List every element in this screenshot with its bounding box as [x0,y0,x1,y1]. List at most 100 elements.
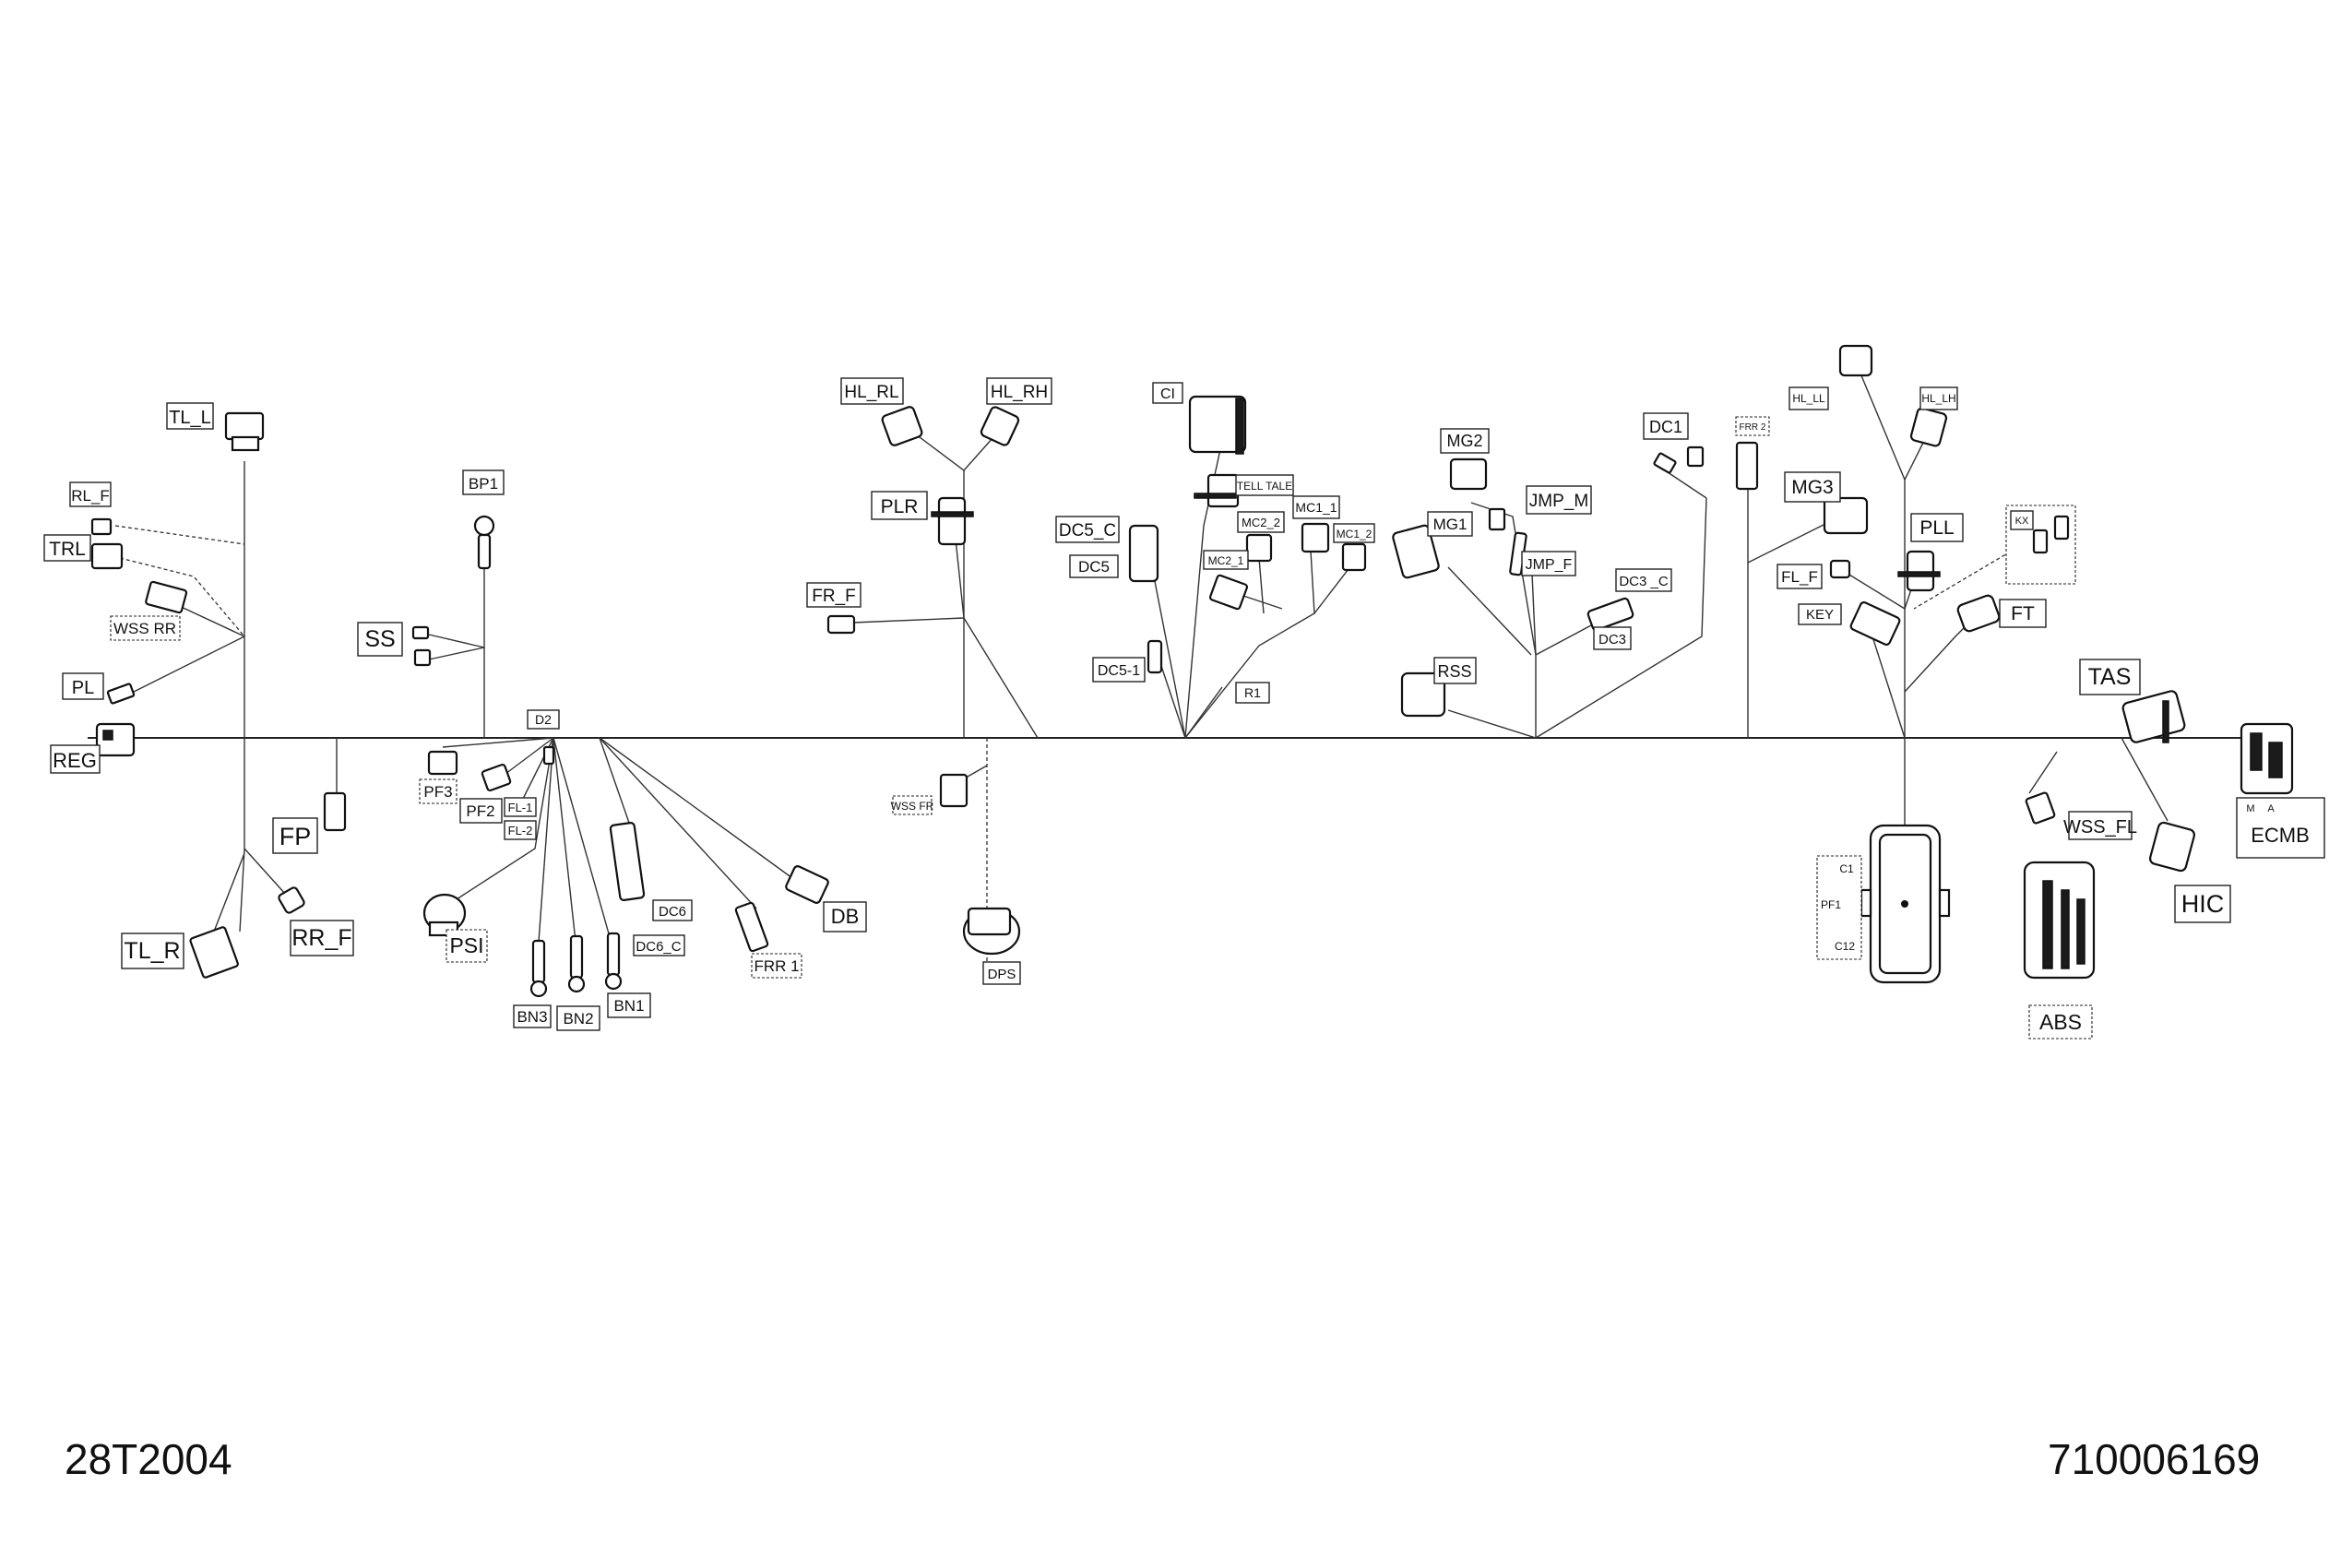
jmp-m-label-box [1526,485,1592,515]
dc5-1-label-box [1092,657,1146,683]
rr-f-connector-icon [278,886,305,914]
abs-label-box [2028,1004,2093,1039]
hl-rl-label: HL_RL [844,383,898,402]
ss-label-box [357,622,403,657]
bn2-label-box [556,1005,600,1031]
frr2-connector-icon [1735,441,1759,491]
rl-f-label-box [69,481,112,507]
tas-label-box [2079,659,2141,695]
hic-label: HIC [2181,890,2225,918]
dc3-c-label: DC3 _C [1619,574,1669,589]
trl-label: TRL [49,539,86,560]
hl-lh-label: HL_LH [1921,392,1955,405]
dc5-c-label-box [1055,516,1120,543]
dc3-label-box [1593,626,1632,650]
fr-f-connector-icon [826,614,856,635]
abs-label: ABS [2039,1010,2082,1034]
dc3-connector-icon [1586,597,1634,632]
drawing-code-left: 28T2004 [65,1435,232,1483]
tl-l-label-box [166,402,214,430]
dc3-c-label-box [1615,568,1672,592]
dps-connector-icon [962,907,1021,956]
wss-rr-label-box [110,615,181,641]
pf3-label: PF3 [423,783,452,801]
bn2-ring-terminal-icon [567,934,586,993]
dps-label-box [982,961,1021,985]
fl2-label-box [504,820,537,840]
tas-connector-icon [2121,690,2186,743]
rss-label: RSS [1437,662,1471,681]
dc1-label-box [1643,412,1689,440]
jmp-m-label: JMP_M [1529,492,1588,511]
ss-connector-icon [411,625,432,667]
kx-label: KX [2015,516,2029,527]
hl-rl-label-box [840,377,904,405]
fp-connector-icon [323,791,347,832]
mc1-1-label: MC1_1 [1295,500,1337,515]
ecmb-module-icon [2240,722,2294,795]
fuse-box-c12-label: C12 [1835,940,1855,953]
tl-l-connector-icon [224,411,265,452]
plr-connector-icon [931,496,974,546]
jmp-f-label-box [1521,551,1576,576]
wss-rr-connector-icon [145,580,188,614]
pll-label: PLL [1919,517,1954,539]
tell-tale-label-box [1235,474,1294,496]
pf2-connector-icon [481,763,512,792]
mc2-1-label: MC2_1 [1208,554,1244,567]
psi-label: PSI [449,933,483,957]
fl2-label: FL-2 [508,824,533,837]
fl1-label: FL-1 [508,801,533,814]
psi-connector-icon [422,893,467,937]
frr2-label: FRR 2 [1740,422,1766,433]
fuse-box-label-box [1816,855,1862,960]
fuse-box-pf-label: PF1 [1821,898,1841,911]
plr-label-box [871,491,928,520]
mc1-1-label-box [1292,495,1340,519]
mc1-1-connector-icon [1301,522,1330,553]
pll-label-box [1910,513,1964,542]
tas-label: TAS [2088,664,2132,690]
bn3-ring-terminal-icon [529,939,548,998]
mg2-label: MG2 [1446,432,1482,450]
wss-rr-label: WSS RR [113,620,176,637]
mg3-label-box [1784,471,1841,503]
bn2-label: BN2 [563,1010,593,1028]
fl-f-connector-icon [1829,559,1851,579]
r1-label-box [1235,682,1270,704]
d2-diode-icon [542,745,555,766]
mg1-label: MG1 [1433,516,1468,533]
frr2-label-box [1735,416,1770,436]
ci-connector-icon [1188,395,1247,455]
bn3-label-box [513,1004,552,1028]
ecmb-pin-m-label: M [2246,803,2254,814]
ecmb-label: ECMB [2251,824,2310,847]
ci-label: CI [1160,386,1175,402]
dps-label: DPS [988,967,1016,982]
pll-connector-icon [1897,550,1941,592]
mc2-2-connector-icon [1245,533,1273,563]
bp1-label-box [462,469,505,495]
rss-label-box [1433,657,1477,684]
ecmb-label-box [2236,797,2325,859]
dc6-label-box [652,899,693,921]
ft-connector-icon [1956,594,2001,633]
bn3-label: BN3 [517,1008,547,1026]
hl-lh-label-box [1919,386,1958,410]
hl-rh-connector-icon [980,406,1020,446]
hic-label-box [2174,885,2231,923]
mc1-2-label-box [1333,523,1375,543]
mc1-2-label: MC1_2 [1337,528,1373,540]
mc2-1-connector-icon [1208,574,1249,611]
fp-label: FP [279,823,312,850]
hl-rl-connector-icon [881,406,923,446]
trl-label-box [43,534,91,562]
bn1-label: BN1 [613,997,644,1015]
tl-r-connector-icon [189,926,239,979]
fl-f-label: FL_F [1781,568,1818,586]
tell-tale-label: TELL TALE [1237,480,1292,493]
mg3-label: MG3 [1791,477,1834,498]
hl-ll-label: HL_LL [1792,392,1825,405]
rl-f-label: RL_F [71,487,110,505]
ft-label: FT [2011,603,2035,624]
